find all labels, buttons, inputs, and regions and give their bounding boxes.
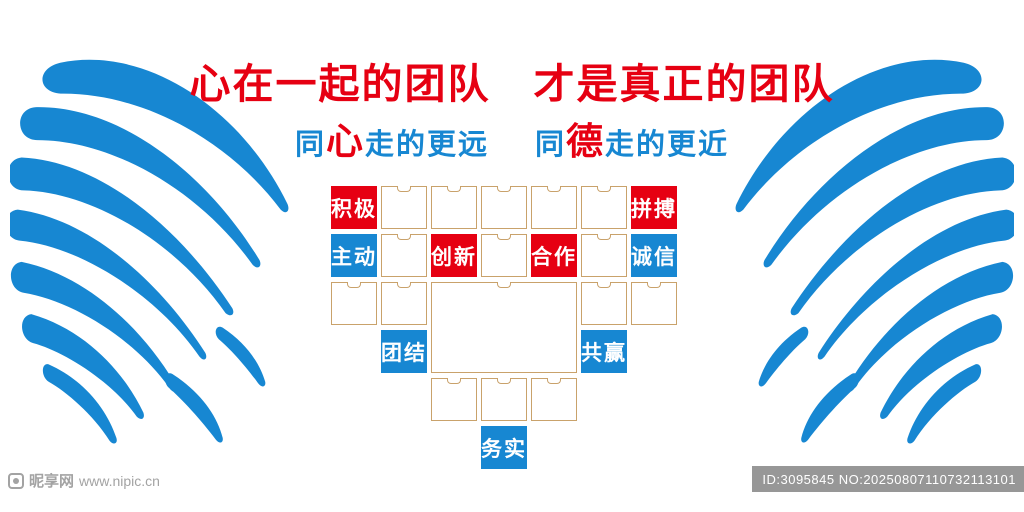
grid-label-主动: 主动: [331, 234, 377, 277]
grid-label-团结: 团结: [381, 330, 427, 373]
watermark-site-url: www.nipic.cn: [79, 472, 160, 489]
subtitle: 同心走的更远同德走的更近: [0, 121, 1024, 163]
photo-frame: [581, 282, 627, 325]
photo-frame: [581, 234, 627, 277]
watermark: 昵享网 www.nipic.cn: [8, 470, 160, 491]
grid-label-务实: 务实: [481, 426, 527, 469]
photo-frame: [631, 282, 677, 325]
photo-frame: [381, 282, 427, 325]
photo-frame: [381, 234, 427, 277]
grid-label-拼搏: 拼搏: [631, 186, 677, 229]
grid-label-合作: 合作: [531, 234, 577, 277]
photo-frame: [331, 282, 377, 325]
subtitle-accent-virtue: 德: [566, 119, 606, 163]
photo-frame: [431, 378, 477, 421]
grid-label-诚信: 诚信: [631, 234, 677, 277]
main-title: 心在一起的团队 才是真正的团队: [189, 61, 835, 107]
subtitle-text: 走的更近: [605, 127, 730, 161]
photo-frame: [431, 186, 477, 229]
grid-label-积极: 积极: [331, 186, 377, 229]
subtitle-text: 同: [535, 127, 567, 161]
photo-frame: [481, 378, 527, 421]
right-wing-graphic: [735, 59, 1014, 444]
subtitle-accent-heart: 心: [325, 119, 365, 163]
left-wing-graphic: [10, 59, 289, 444]
grid-label-创新: 创新: [431, 234, 477, 277]
watermark-site-name: 昵享网: [29, 473, 75, 490]
subtitle-text: 同: [294, 127, 326, 161]
nipic-logo-icon: [8, 472, 24, 489]
photo-frame: [531, 186, 577, 229]
photo-frame: [381, 186, 427, 229]
photo-frame: [581, 186, 627, 229]
image-id-text: ID:3095845 NO:20250807110732113101: [762, 471, 1016, 487]
photo-frame: [481, 186, 527, 229]
subtitle-text: 走的更远: [364, 127, 489, 161]
grid-label-共赢: 共赢: [581, 330, 627, 373]
photo-frame: [531, 378, 577, 421]
photo-frame: [481, 234, 527, 277]
image-id-bar: ID:3095845 NO:20250807110732113101: [752, 466, 1024, 492]
photo-frame-large: [431, 282, 577, 373]
